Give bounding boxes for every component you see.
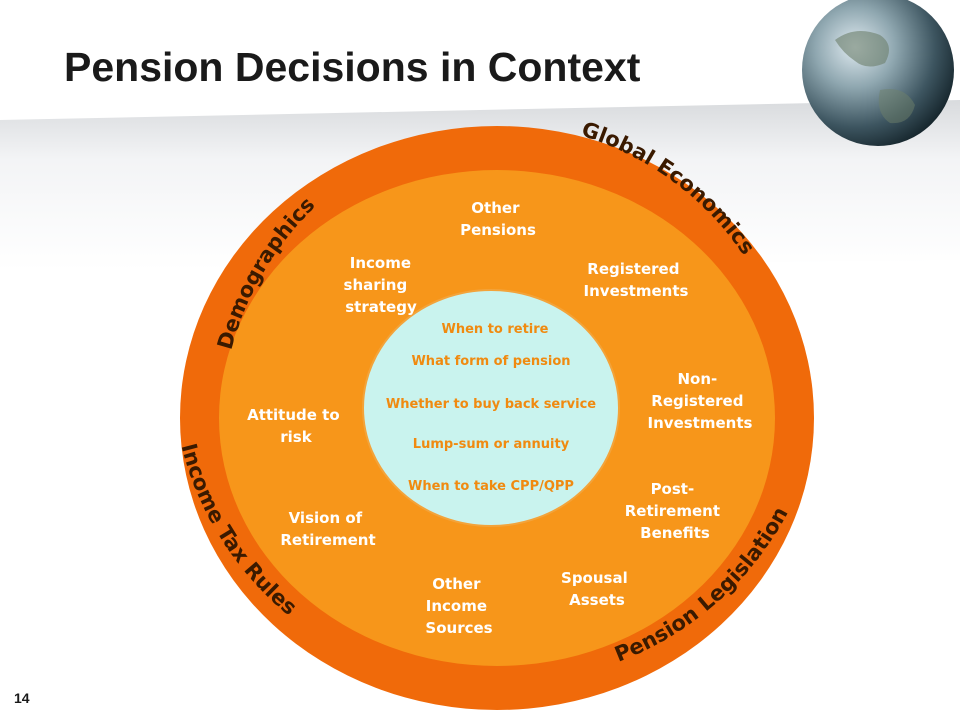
inner-circle [362, 289, 620, 527]
label-other-income-sources: Other Income Sources [425, 575, 492, 637]
label-registered-investments: Registered Investments [584, 260, 689, 300]
page-number: 14 [14, 690, 30, 706]
label-other-pensions: Other Pensions [460, 199, 536, 239]
label-non-registered-investments: Non- Registered Investments [648, 370, 753, 432]
label-vision-of-retirement: Vision of Retirement [280, 509, 375, 549]
decision-form-of-pension: What form of pension [411, 354, 570, 369]
decision-buy-back-service: Whether to buy back service [386, 397, 596, 412]
label-income-sharing-strategy: Income sharing strategy [344, 254, 417, 316]
page-title: Pension Decisions in Context [64, 44, 641, 90]
label-attitude-to-risk: Attitude to risk [247, 406, 345, 446]
decision-when-to-retire: When to retire [442, 322, 549, 337]
label-post-retirement-benefits: Post- Retirement Benefits [625, 480, 726, 542]
label-spousal-assets: Spousal Assets [561, 569, 633, 609]
decision-cpp-qpp: When to take CPP/QPP [408, 479, 574, 494]
globe-icon [802, 0, 954, 146]
decision-lump-sum-or-annuity: Lump-sum or annuity [413, 437, 570, 452]
